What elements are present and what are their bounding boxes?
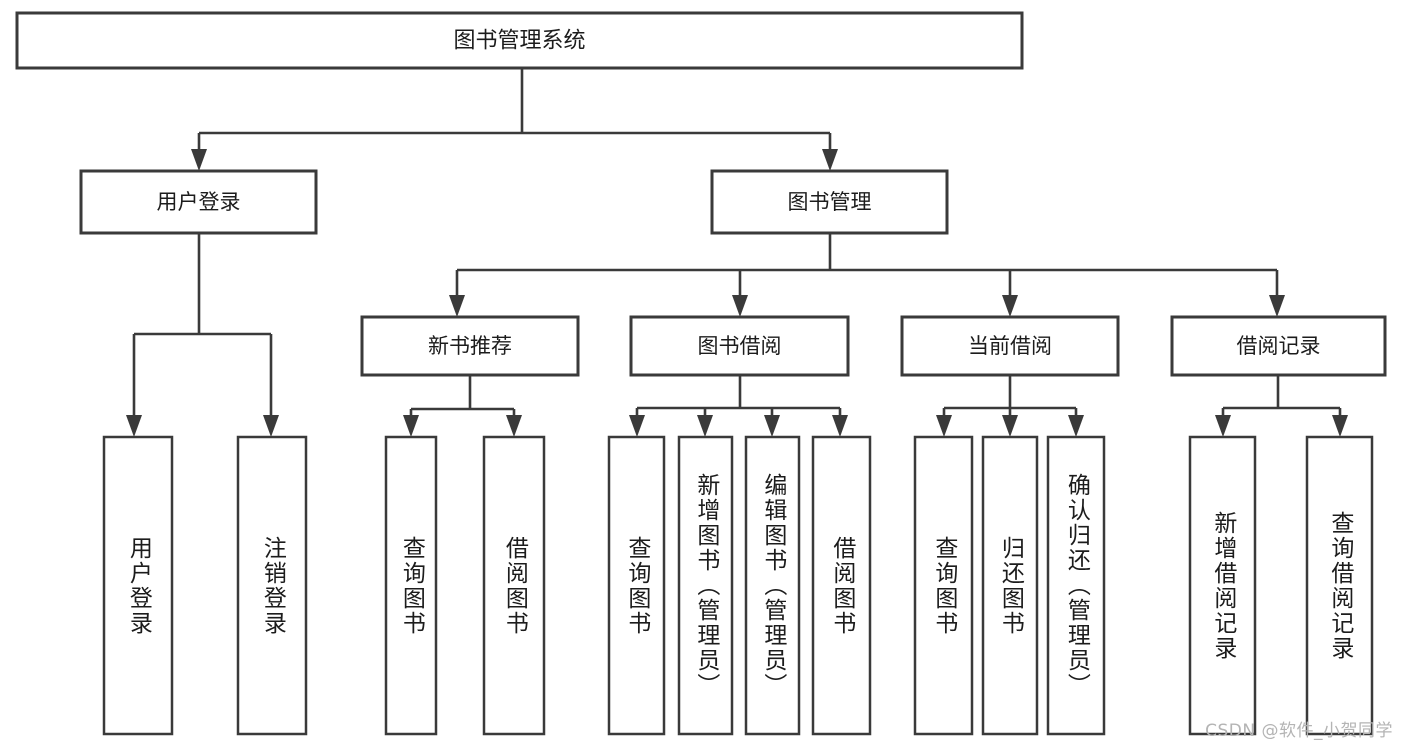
box-layer	[15, 11, 1387, 736]
leaf-box-leaf-add-book[interactable]	[677, 435, 734, 736]
arrow-head	[191, 149, 207, 171]
leaf-box-leaf-return-book[interactable]	[981, 435, 1039, 736]
level3-box-current-borrow[interactable]	[900, 315, 1120, 377]
leaf-box-leaf-add-record[interactable]	[1188, 435, 1257, 736]
leaf-box-leaf-confirm-return[interactable]	[1046, 435, 1106, 736]
level3-box-label-book-borrow: 图书借阅	[698, 334, 782, 358]
leaf-box-leaf-query-book-1[interactable]	[384, 435, 438, 736]
level3-box-new-book-rec[interactable]	[360, 315, 580, 377]
level3-box-label-borrow-record: 借阅记录	[1237, 334, 1321, 358]
arrow-head	[449, 295, 465, 317]
leaf-box-leaf-edit-book[interactable]	[744, 435, 801, 736]
arrow-head	[1068, 415, 1084, 437]
arrow-head	[936, 415, 952, 437]
leaf-box-leaf-query-book-2[interactable]	[607, 435, 666, 736]
arrow-head	[697, 415, 713, 437]
arrow-head	[1002, 295, 1018, 317]
level2-box-label-user-login: 用户登录	[157, 190, 241, 214]
root-box-undefined[interactable]	[15, 11, 1024, 70]
level3-box-label-current-borrow: 当前借阅	[968, 334, 1052, 358]
connector-layer	[126, 68, 1348, 437]
level2-box-label-book-manage: 图书管理	[788, 190, 872, 214]
arrow-head	[1002, 415, 1018, 437]
level2-box-book-manage[interactable]	[710, 169, 949, 235]
leaf-box-leaf-query-book-3[interactable]	[913, 435, 974, 736]
level3-box-book-borrow[interactable]	[629, 315, 850, 377]
leaf-box-leaf-logout-login[interactable]	[236, 435, 308, 736]
arrow-head	[764, 415, 780, 437]
level3-box-label-new-book-rec: 新书推荐	[428, 334, 512, 358]
arrow-head	[822, 149, 838, 171]
arrow-head	[832, 415, 848, 437]
arrow-head	[1269, 295, 1285, 317]
level2-box-user-login[interactable]	[79, 169, 318, 235]
arrow-head	[1215, 415, 1231, 437]
arrow-head	[732, 295, 748, 317]
leaf-box-leaf-borrow-book-2[interactable]	[811, 435, 872, 736]
leaf-box-leaf-query-record[interactable]	[1305, 435, 1374, 736]
watermark: CSDN @软件_小贺同学	[1205, 721, 1393, 741]
level3-box-borrow-record[interactable]	[1170, 315, 1387, 377]
leaf-box-leaf-borrow-book-1[interactable]	[482, 435, 546, 736]
root-box-label-undefined: 图书管理系统	[453, 29, 585, 54]
arrow-head	[403, 415, 419, 437]
leaf-box-leaf-user-login[interactable]	[102, 435, 174, 736]
arrow-head	[263, 415, 279, 437]
arrow-head	[1332, 415, 1348, 437]
arrow-head	[126, 415, 142, 437]
arrow-head	[506, 415, 522, 437]
arrow-head	[629, 415, 645, 437]
